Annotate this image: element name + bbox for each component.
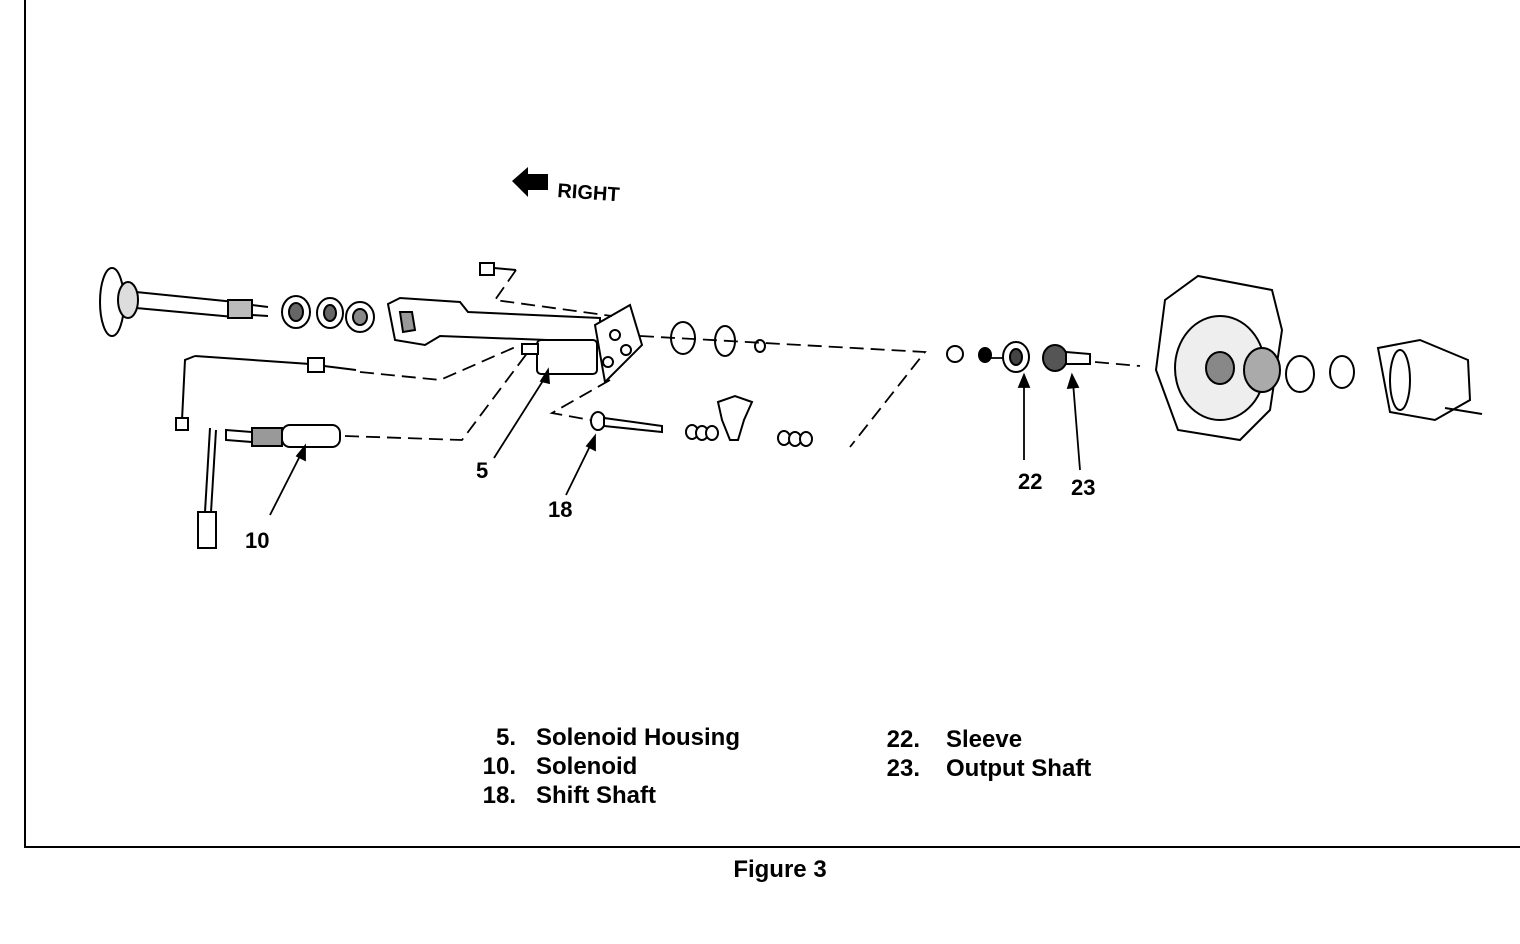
snap-rings [670, 321, 992, 363]
arrowhead-icon [1066, 372, 1080, 390]
legend-label: Shift Shaft [536, 782, 656, 809]
bearings-seals [281, 295, 375, 333]
assembly-lines [344, 269, 1141, 448]
axle-shaft [99, 267, 269, 337]
callout-5: 5 [476, 458, 488, 483]
shift-shaft-part [590, 394, 813, 447]
legend-number: 5. [495, 724, 516, 751]
callout-23: 23 [1071, 475, 1095, 500]
arrowhead-icon [539, 367, 550, 385]
arrow-left-icon [512, 167, 548, 197]
callout-10: 10 [245, 528, 269, 553]
output-shaft-part [1042, 344, 1091, 372]
differential-carrier [1154, 274, 1483, 442]
direction-arrow: RIGHT [512, 167, 620, 206]
sensor-wire [175, 355, 357, 431]
arrowhead-icon [585, 433, 596, 452]
legend-number: 18. [482, 782, 516, 809]
callout-18: 18 [548, 497, 572, 522]
callout-22: 22 [1018, 469, 1042, 494]
legend-label: Solenoid Housing [536, 724, 740, 751]
bolt-part [479, 262, 517, 276]
legend-label: Solenoid [536, 753, 638, 780]
figure-caption: Figure 3 [733, 856, 827, 883]
legend-label: Sleeve [946, 726, 1023, 753]
figure-frame [24, 0, 1520, 848]
sleeve-part [1002, 341, 1030, 373]
legend-number: 10. [482, 753, 516, 780]
legend-number: 23. [886, 755, 920, 782]
callout-leaders [269, 367, 1081, 516]
solenoid-part [197, 424, 341, 549]
callout-numbers: 5 10 18 22 23 [245, 458, 1095, 553]
arrowhead-icon [295, 443, 306, 462]
solenoid-housing-part [521, 303, 644, 385]
axle-tube-housing [386, 296, 601, 347]
legend-label: Output Shaft [946, 755, 1092, 782]
direction-label: RIGHT [557, 180, 621, 206]
arrowhead-icon [1017, 372, 1031, 388]
legend-number: 22. [886, 726, 920, 753]
